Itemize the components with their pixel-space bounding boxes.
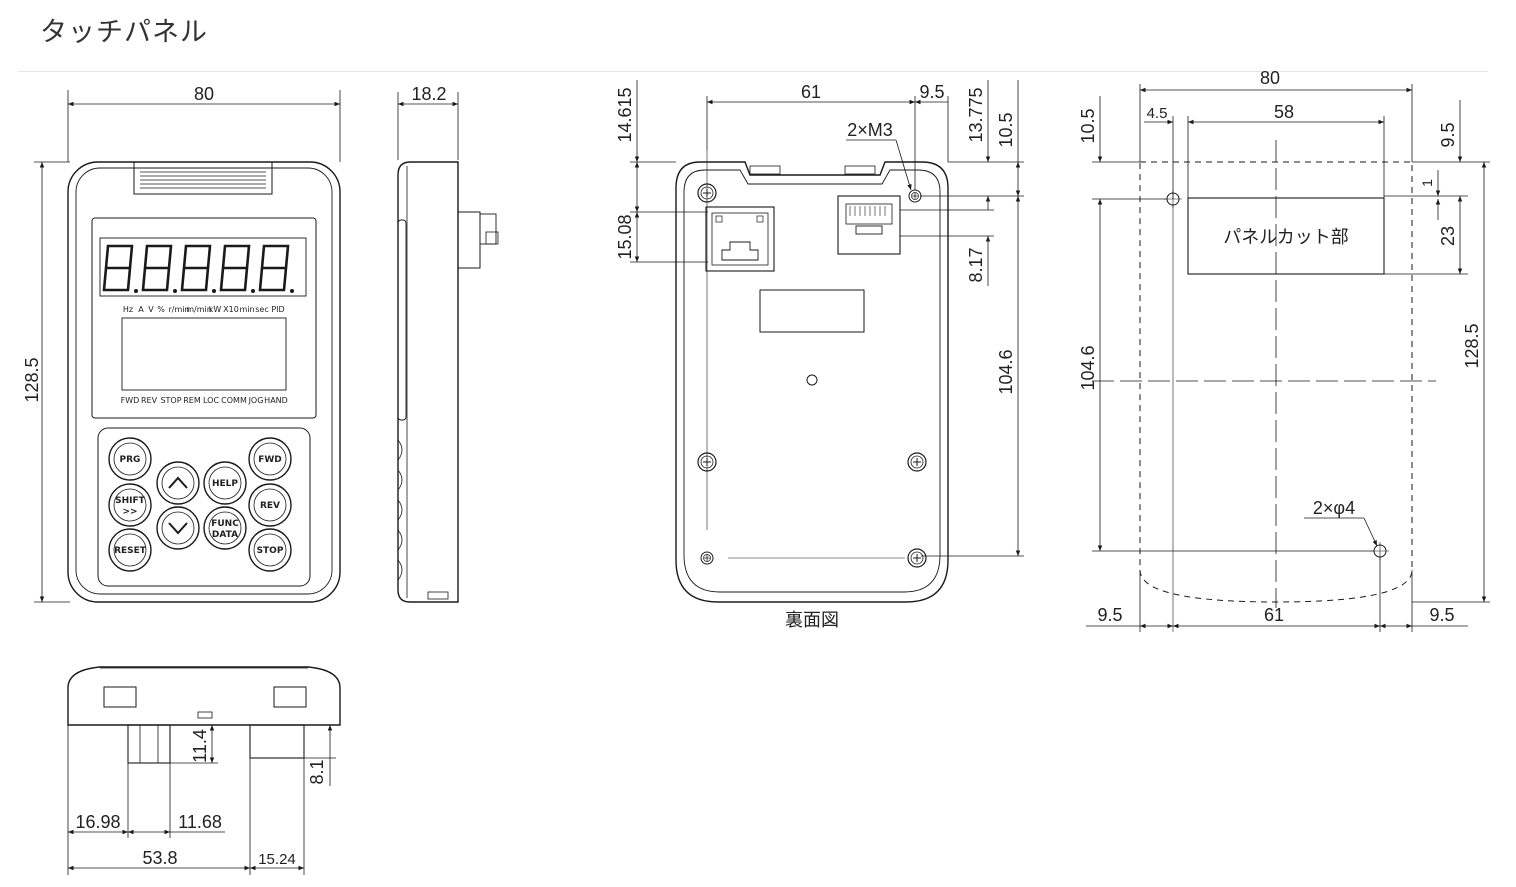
rear-dim-10-5: 10.5 [996, 112, 1016, 147]
shift-key-arrow: >> [122, 507, 137, 517]
indicator-sec: sec [255, 305, 269, 314]
func-key-label: FUNC [211, 519, 239, 529]
cut-dim-128-5: 128.5 [1462, 323, 1482, 368]
rear-dim-61: 61 [801, 82, 821, 102]
cut-dim-4-5: 4.5 [1147, 105, 1168, 122]
screw-icon [700, 551, 714, 565]
indicator-x10: X10 [223, 305, 239, 314]
help-key-label: HELP [212, 479, 238, 489]
seven-segment-display [102, 244, 290, 292]
prg-key-label: PRG [120, 455, 141, 465]
shift-key-label: SHIFT [115, 496, 146, 506]
indicator-fwd: FWD [121, 396, 140, 405]
indicator-v: V [148, 305, 154, 314]
offset-dim-1: 16.98 [75, 812, 120, 832]
rear-screw-label: 2×M3 [847, 120, 893, 140]
indicator-comm: COMM [221, 396, 247, 405]
keypad-buttons: PRG SHIFT >> RESET HELP FUNC DATA FWD RE… [108, 437, 292, 572]
stop-key-label: STOP [257, 546, 284, 556]
screw-icon [908, 189, 922, 203]
connector-height-dim: 11.4 [190, 729, 210, 763]
screw-icon [907, 452, 927, 472]
cut-dim-10-5: 10.5 [1078, 108, 1098, 143]
front-height-dim: 128.5 [22, 357, 42, 402]
module-height-dim: 8.1 [307, 759, 327, 784]
offset-dim-4: 15.24 [258, 851, 296, 868]
indicator-rmin: r/min [168, 305, 189, 314]
cut-dim-23: 23 [1438, 226, 1458, 246]
indicator-loc: LOC [203, 396, 219, 405]
data-key-label: DATA [212, 530, 238, 540]
reset-key-label: RESET [114, 546, 147, 556]
indicator-stop: STOP [160, 396, 181, 405]
indicator-pid: PID [271, 305, 284, 314]
hole-label: 2×φ4 [1313, 498, 1355, 518]
panel-cut-label: パネルカット部 [1223, 227, 1348, 248]
page-title: タッチパネル [40, 17, 208, 48]
rear-dim-8-17: 8.17 [966, 247, 986, 282]
cut-dim-bottom-right: 9.5 [1429, 605, 1454, 625]
up-arrow-icon [168, 476, 188, 489]
cut-dim-80: 80 [1260, 68, 1280, 88]
header-divider [18, 71, 1488, 72]
cut-dim-58: 58 [1274, 102, 1294, 122]
fwd-key-label: FWD [258, 455, 282, 465]
indicator-min: min [239, 305, 254, 314]
bottom-view: 11.4 8.1 16.98 11.68 53.8 15.24 [67, 666, 341, 875]
offset-dim-3: 53.8 [142, 848, 177, 868]
status-indicators: FWD REV STOP REM LOC COMM JOG HAND [121, 396, 288, 405]
side-view: 18.2 [397, 84, 499, 603]
cut-dim-1: 1 [1419, 179, 1435, 187]
indicator-mmin: m/min [186, 305, 212, 314]
indicator-jog: JOG [248, 396, 264, 405]
cut-dim-bottom-left: 9.5 [1097, 605, 1122, 625]
front-width-dim: 80 [194, 84, 214, 104]
panel-cut-view: パネルカット部 2×φ4 80 4.5 58 10.5 104.6 [1078, 68, 1490, 632]
indicator-a: A [138, 305, 144, 314]
indicator-hand: HAND [264, 396, 288, 405]
rear-dim-15-08: 15.08 [615, 214, 635, 259]
rear-dim-9-5: 9.5 [919, 82, 944, 102]
indicator-kw: kW [209, 305, 222, 314]
indicator-rem: REM [183, 396, 201, 405]
rear-dim-14-615: 14.615 [615, 87, 635, 142]
front-view: 80 128.5 Hz [22, 84, 341, 603]
cut-dim-bottom-mid: 61 [1264, 605, 1284, 625]
rear-view: 61 9.5 2×M3 14.615 15.08 13.775 10.5 8.1… [615, 80, 1024, 631]
rev-key-label: REV [260, 501, 280, 511]
rear-dim-13-775: 13.775 [966, 87, 986, 142]
cut-dim-104-6: 104.6 [1078, 345, 1098, 390]
indicator-hz: Hz [123, 305, 133, 314]
rear-view-caption: 裏面図 [785, 610, 839, 631]
unit-indicators: Hz A V % r/min m/min kW X10 min sec PID [123, 305, 285, 314]
offset-dim-2: 11.68 [178, 812, 222, 832]
screw-icon [907, 548, 927, 568]
rear-dim-104-6: 104.6 [996, 349, 1016, 394]
side-depth-dim: 18.2 [411, 84, 446, 104]
down-arrow-icon [168, 522, 188, 535]
indicator-percent: % [157, 305, 165, 314]
indicator-rev: REV [141, 396, 158, 405]
cut-dim-9-5: 9.5 [1438, 122, 1458, 147]
